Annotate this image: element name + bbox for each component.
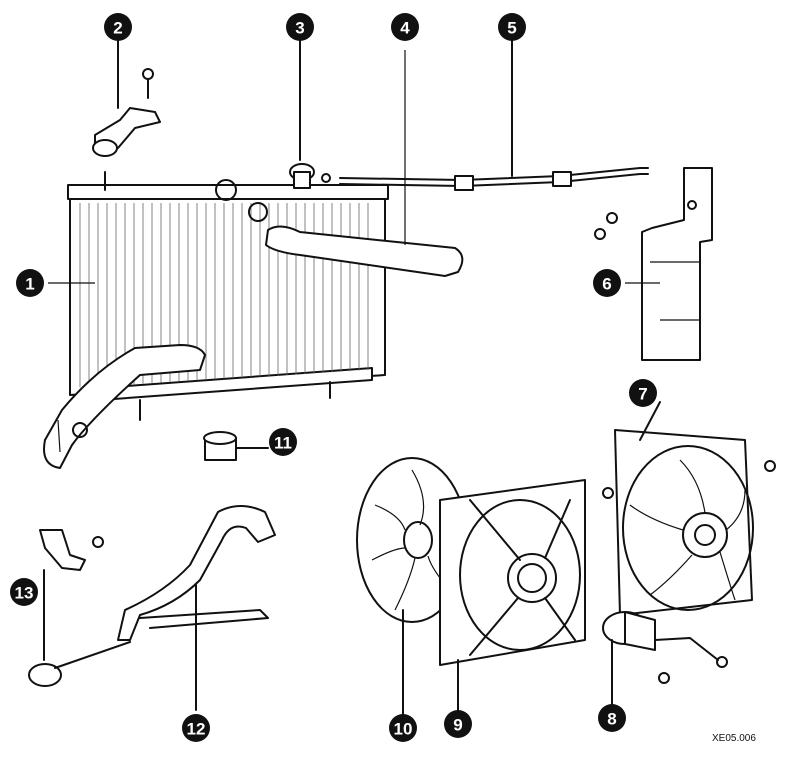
callout-badge-circle	[269, 428, 297, 456]
callout-label: 8	[607, 710, 616, 729]
callout-label: 7	[638, 385, 647, 404]
callout-badge-circle	[598, 704, 626, 732]
callout-badge-circle	[444, 710, 472, 738]
callout-badge-circle	[10, 578, 38, 606]
lower-radiator-hose	[43, 344, 206, 469]
callout-badge-circle	[389, 714, 417, 742]
callout-label: 9	[453, 716, 462, 735]
condenser-fan-assembly	[602, 401, 776, 616]
callout-12: 12	[182, 714, 210, 742]
fan-shroud	[439, 479, 586, 716]
callout-7: 7	[629, 379, 657, 407]
radiator-upper-bracket	[92, 39, 161, 157]
callout-6: 6	[593, 269, 621, 297]
callout-label: 12	[187, 720, 206, 739]
radiator-mount-bushing	[203, 431, 269, 461]
callout-label: 4	[400, 19, 410, 38]
callout-label: 1	[25, 275, 34, 294]
callout-4: 4	[391, 13, 419, 41]
callout-badge-circle	[629, 379, 657, 407]
fan-motor	[602, 611, 728, 706]
upper-radiator-hose	[265, 225, 464, 277]
lower-hose-assembly	[28, 505, 276, 711]
callout-9: 9	[444, 710, 472, 738]
figure-code: XE05.006	[712, 733, 756, 744]
callout-3: 3	[286, 13, 314, 41]
callout-label: 13	[15, 584, 34, 603]
callout-11: 11	[269, 428, 297, 456]
callout-label: 10	[394, 720, 413, 739]
callout-label: 2	[113, 19, 122, 38]
callout-badge-circle	[593, 269, 621, 297]
callout-badge-circle	[16, 269, 44, 297]
callout-label: 11	[274, 434, 292, 453]
radiator-cap	[289, 39, 331, 189]
callout-badge-circle	[104, 13, 132, 41]
callout-2: 2	[104, 13, 132, 41]
callout-5: 5	[498, 13, 526, 41]
callout-badge-circle	[182, 714, 210, 742]
callout-8: 8	[598, 704, 626, 732]
coolant-reservoir	[594, 167, 713, 361]
callout-13: 13	[10, 578, 38, 606]
callout-1: 1	[16, 269, 44, 297]
callout-badge-circle	[498, 13, 526, 41]
callout-label: 3	[295, 19, 304, 38]
overflow-hose	[339, 39, 649, 191]
hose-clip-bracket	[39, 529, 104, 661]
callout-label: 6	[602, 275, 611, 294]
leader-lines	[48, 50, 660, 453]
callout-10: 10	[389, 714, 417, 742]
callout-badge-circle	[286, 13, 314, 41]
callout-badge-circle	[391, 13, 419, 41]
callout-label: 5	[507, 19, 516, 38]
